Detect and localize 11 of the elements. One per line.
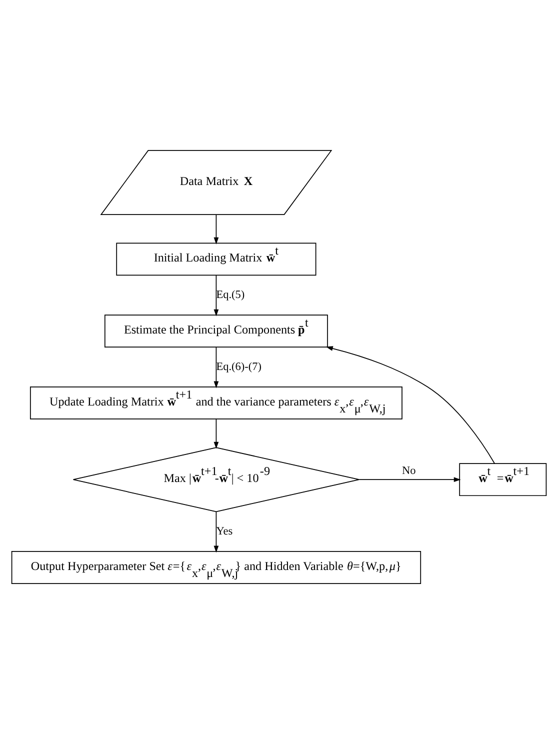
arrow (214, 418, 219, 448)
arrow (358, 476, 461, 482)
arrow (214, 346, 219, 388)
arrow (214, 510, 219, 552)
arrow (214, 274, 219, 316)
edge-label: Yes (216, 525, 233, 538)
edge-label: Eq.(5) (216, 288, 245, 301)
arrow (326, 346, 496, 464)
arrow (214, 214, 219, 244)
edge-label: No (402, 464, 416, 476)
edge-label: Eq.(6)-(7) (216, 360, 262, 372)
